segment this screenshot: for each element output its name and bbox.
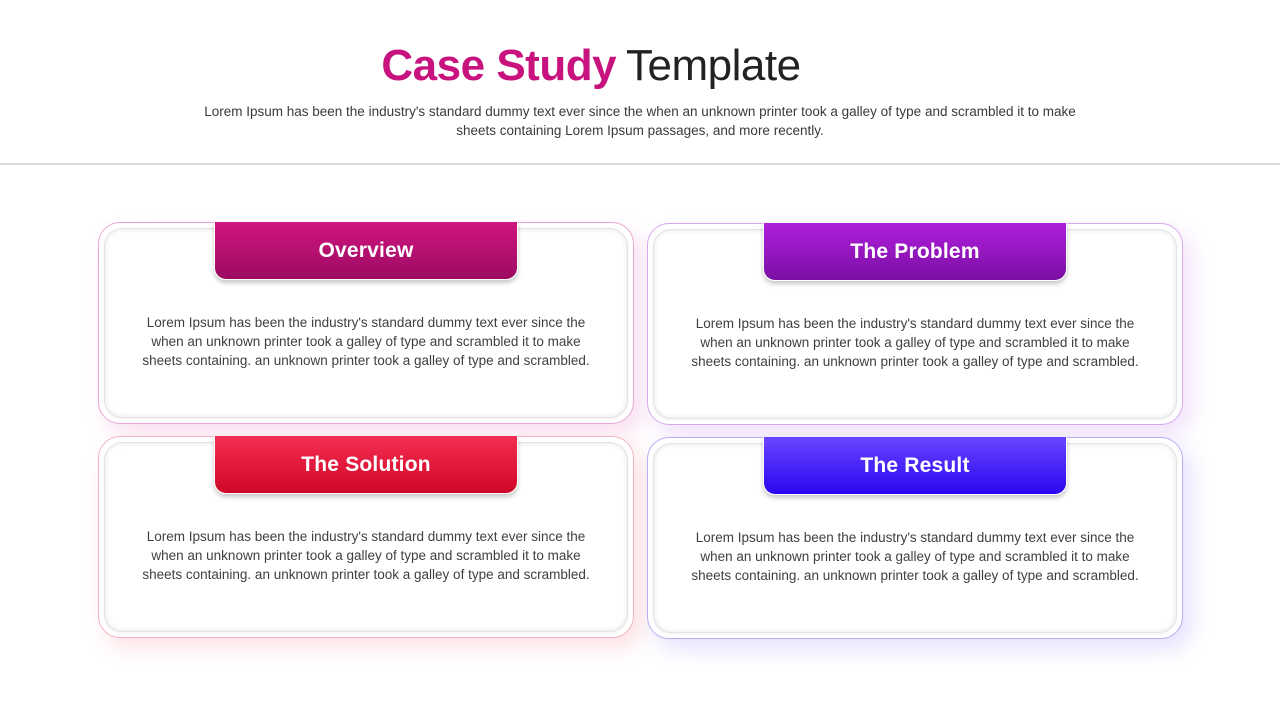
card-the-solution: The Solution Lorem Ipsum has been the in… (98, 436, 634, 638)
card-the-result: The Result Lorem Ipsum has been the indu… (647, 437, 1183, 639)
card-title: Overview (318, 238, 414, 262)
title-rest: Template (626, 41, 801, 90)
card-header-badge: The Result (763, 437, 1067, 495)
header-divider (0, 163, 1280, 165)
card-title: The Problem (850, 239, 980, 263)
card-body-text: Lorem Ipsum has been the industry's stan… (142, 529, 590, 582)
title-accent: Case Study (381, 41, 617, 90)
page-subtitle: Lorem Ipsum has been the industry's stan… (204, 104, 1076, 138)
card-header-badge: Overview (214, 222, 518, 280)
card-header-badge: The Problem (763, 223, 1067, 281)
card-overview: Overview Lorem Ipsum has been the indust… (98, 222, 634, 424)
card-body-text: Lorem Ipsum has been the industry's stan… (691, 316, 1139, 369)
card-body-text: Lorem Ipsum has been the industry's stan… (691, 530, 1139, 583)
card-title: The Result (860, 453, 970, 477)
card-title: The Solution (301, 452, 431, 476)
card-the-problem: The Problem Lorem Ipsum has been the ind… (647, 223, 1183, 425)
card-body-text: Lorem Ipsum has been the industry's stan… (142, 315, 590, 368)
card-header-badge: The Solution (214, 436, 518, 494)
